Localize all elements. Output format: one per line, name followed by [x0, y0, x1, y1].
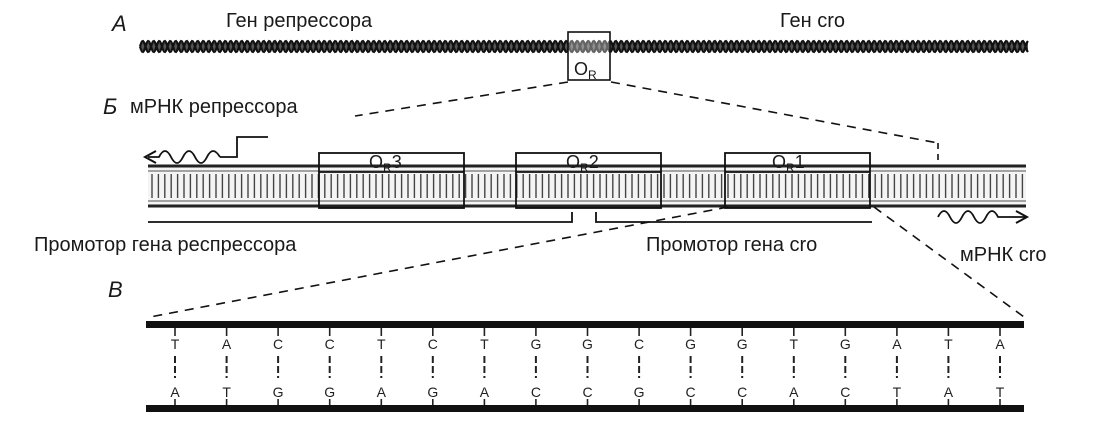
top-base: T	[790, 336, 799, 352]
top-base: G	[840, 336, 851, 352]
bottom-base: T	[996, 384, 1005, 400]
repressor-promoter-label: Промотор гена респрессора	[34, 234, 297, 256]
cro-gene-label: Ген cro	[780, 10, 845, 32]
bottom-base: A	[944, 384, 954, 400]
bottom-base: A	[480, 384, 490, 400]
bottom-base: C	[531, 384, 541, 400]
top-base: T	[480, 336, 489, 352]
base-pair: GC	[840, 328, 851, 405]
panel-label-a: А	[110, 11, 127, 36]
base-pair: CG	[427, 328, 438, 405]
top-base: T	[944, 336, 953, 352]
bottom-base: G	[273, 384, 284, 400]
operator-site-or3: OR3	[318, 152, 465, 209]
bottom-base: C	[840, 384, 850, 400]
bottom-base: A	[170, 384, 180, 400]
bottom-base: C	[582, 384, 592, 400]
panel-label-b: Б	[103, 94, 117, 119]
or2-label: OR2	[566, 152, 599, 175]
top-base: T	[171, 336, 180, 352]
base-pair: TA	[377, 328, 387, 405]
repressor-mrna-arrow	[142, 136, 268, 164]
bottom-base: A	[789, 384, 799, 400]
base-pair: CG	[634, 328, 645, 405]
dna-ladder	[148, 164, 1026, 208]
top-base: A	[222, 336, 232, 352]
top-base: G	[685, 336, 696, 352]
operator-label: OR	[574, 59, 597, 82]
bottom-base: T	[893, 384, 902, 400]
cro-promoter-bracket	[595, 212, 872, 223]
base-pair: GC	[737, 328, 748, 405]
panel-label-c: В	[108, 277, 123, 302]
bottom-base: G	[427, 384, 438, 400]
bottom-base: T	[222, 384, 231, 400]
top-base: C	[273, 336, 283, 352]
top-base: A	[995, 336, 1005, 352]
base-pair: TA	[789, 328, 799, 405]
base-pair: CG	[273, 328, 284, 405]
cro-promoter-label: Промотор гена cro	[646, 234, 817, 256]
base-pair: AT	[222, 328, 232, 405]
repressor-gene-label: Ген репрессора	[226, 10, 373, 32]
or3-label: OR3	[369, 152, 402, 175]
operator-site-or1: OR1	[724, 152, 871, 209]
bottom-base: A	[377, 384, 387, 400]
top-base: T	[377, 336, 386, 352]
bottom-base: C	[737, 384, 747, 400]
zoom-line-right-ab	[610, 81, 939, 144]
top-base: A	[892, 336, 902, 352]
base-pair: TA	[944, 328, 954, 405]
chromosome-helix	[138, 39, 1029, 54]
bottom-base: C	[686, 384, 696, 400]
top-base: G	[737, 336, 748, 352]
top-base: C	[325, 336, 335, 352]
top-base: G	[530, 336, 541, 352]
bottom-base: G	[634, 384, 645, 400]
base-pair: CG	[324, 328, 335, 405]
bottom-strand-backbone	[146, 405, 1024, 412]
cro-mrna-arrow	[937, 210, 1030, 224]
or1-label: OR1	[772, 152, 805, 175]
repressor-mrna-label: мРНК репрессора	[130, 96, 299, 118]
operator-site-or2: OR2	[515, 152, 662, 209]
base-pair: GC	[530, 328, 541, 405]
base-pair: AT	[995, 328, 1005, 405]
top-base: C	[634, 336, 644, 352]
base-pair: TA	[170, 328, 180, 405]
zoom-line-left-bc	[149, 206, 729, 318]
operator-region-box: OR	[567, 31, 611, 82]
base-pair: GC	[582, 328, 593, 405]
zoom-line-left-ab	[354, 81, 569, 117]
cro-mrna-label: мРНК cro	[960, 244, 1047, 266]
top-base: G	[582, 336, 593, 352]
repressor-promoter-bracket	[148, 212, 573, 223]
top-base: C	[428, 336, 438, 352]
top-strand-backbone	[146, 321, 1024, 328]
base-pair: TA	[480, 328, 490, 405]
base-pair: AT	[892, 328, 902, 405]
bottom-base: G	[324, 384, 335, 400]
base-pair: GC	[685, 328, 696, 405]
